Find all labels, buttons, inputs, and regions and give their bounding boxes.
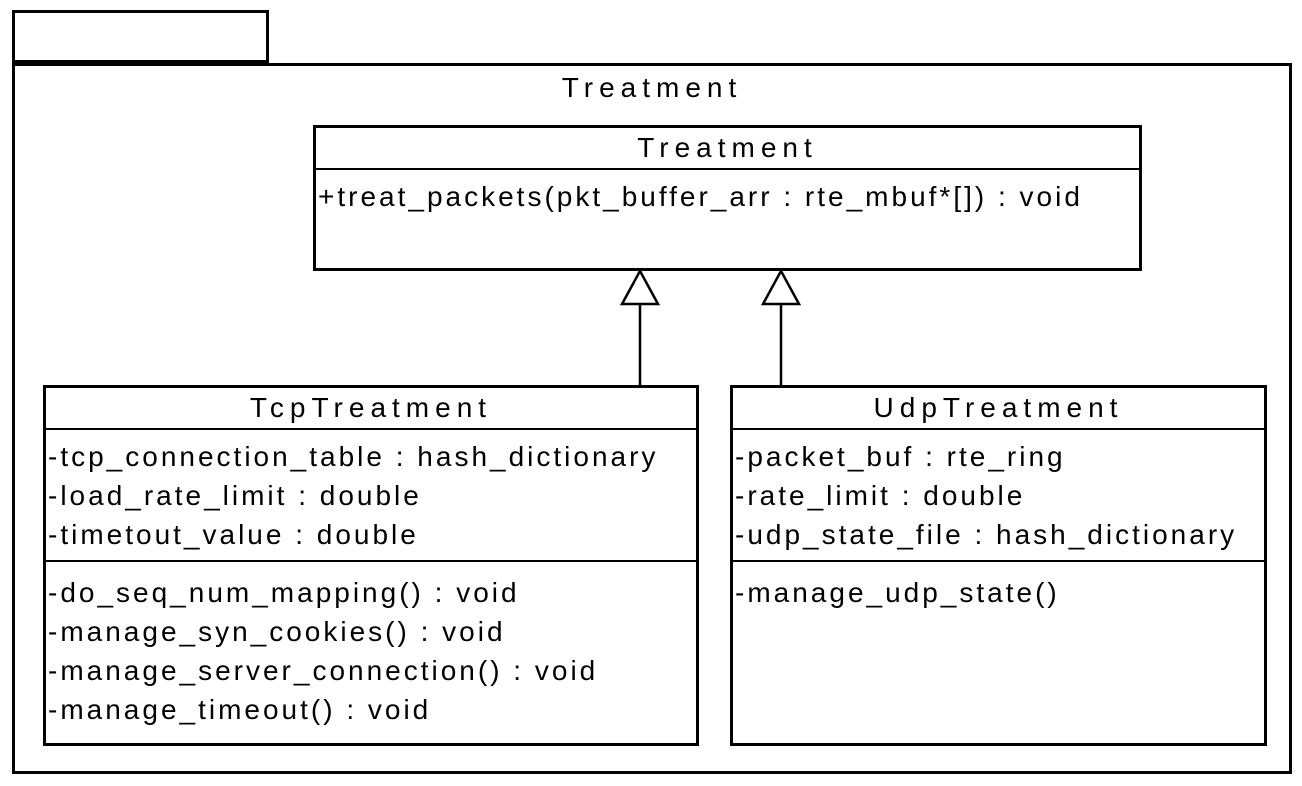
package-tab xyxy=(12,10,269,63)
attribute-item: -timetout_value : double xyxy=(48,519,419,550)
class-tcptreatment-attributes: -tcp_connection_table : hash_dictionary … xyxy=(46,430,696,562)
class-treatment-name: Treatment xyxy=(316,128,1139,170)
method-item: -manage_server_connection() : void xyxy=(48,655,599,686)
class-udptreatment-methods: -manage_udp_state() xyxy=(733,562,1264,612)
class-treatment-methods: +treat_packets(pkt_buffer_arr : rte_mbuf… xyxy=(316,170,1139,216)
attribute-item: -rate_limit : double xyxy=(735,480,1026,511)
method-item: -do_seq_num_mapping() : void xyxy=(48,577,520,608)
attribute-item: -tcp_connection_table : hash_dictionary xyxy=(48,441,659,472)
class-treatment: Treatment +treat_packets(pkt_buffer_arr … xyxy=(313,125,1142,271)
class-tcptreatment-name: TcpTreatment xyxy=(46,388,696,430)
class-tcptreatment-methods: -do_seq_num_mapping() : void -manage_syn… xyxy=(46,562,696,729)
method-item: -manage_syn_cookies() : void xyxy=(48,616,506,647)
method-item: -manage_timeout() : void xyxy=(48,694,432,725)
attribute-item: -load_rate_limit : double xyxy=(48,480,422,511)
class-udptreatment: UdpTreatment -packet_buf : rte_ring -rat… xyxy=(730,385,1267,746)
method-item: +treat_packets(pkt_buffer_arr : rte_mbuf… xyxy=(318,181,1083,212)
attribute-item: -packet_buf : rte_ring xyxy=(735,441,1066,472)
package-name: Treatment xyxy=(561,72,743,103)
method-item: -manage_udp_state() xyxy=(735,577,1060,608)
class-udptreatment-name: UdpTreatment xyxy=(733,388,1264,430)
class-udptreatment-attributes: -packet_buf : rte_ring -rate_limit : dou… xyxy=(733,430,1264,562)
attribute-item: -udp_state_file : hash_dictionary xyxy=(735,519,1238,550)
class-tcptreatment: TcpTreatment -tcp_connection_table : has… xyxy=(43,385,699,746)
